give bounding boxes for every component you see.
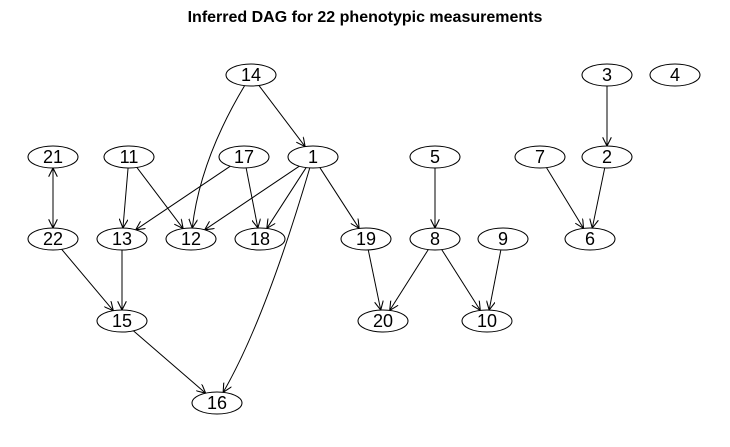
diagram-title: Inferred DAG for 22 phenotypic measureme… [187, 9, 543, 26]
node-ellipse [234, 227, 286, 251]
edge-1-to-19 [319, 167, 359, 229]
node-ellipse [96, 309, 148, 333]
node-label: 13 [112, 229, 132, 249]
node-label: 11 [120, 147, 139, 167]
edge-22-to-15 [61, 248, 114, 310]
node-14: 14 [225, 63, 277, 87]
edge-1-to-18 [267, 167, 307, 229]
node-5: 5 [409, 145, 461, 169]
node-label: 10 [477, 311, 497, 331]
node-label: 3 [602, 65, 612, 85]
edge-9-to-10 [489, 249, 502, 310]
node-ellipse [461, 309, 513, 333]
node-ellipse [477, 227, 529, 251]
node-ellipse [409, 145, 461, 169]
edge-14-to-12 [192, 85, 246, 228]
node-label: 9 [498, 229, 508, 249]
edge-11-to-12 [136, 167, 183, 228]
node-label: 4 [670, 65, 680, 85]
edge-7-to-6 [546, 167, 583, 229]
node-4: 4 [649, 63, 701, 87]
node-21: 21 [27, 145, 79, 169]
node-label: 21 [43, 147, 63, 167]
edge-8-to-10 [441, 249, 481, 311]
node-ellipse [581, 145, 633, 169]
node-ellipse [514, 145, 566, 169]
node-ellipse [191, 391, 243, 415]
node-ellipse [409, 227, 461, 251]
node-ellipse [96, 227, 148, 251]
node-label: 1 [308, 147, 318, 167]
node-ellipse [103, 145, 155, 169]
node-label: 14 [241, 65, 261, 85]
node-label: 2 [602, 147, 612, 167]
node-ellipse [340, 227, 392, 251]
node-label: 22 [43, 229, 63, 249]
node-7: 7 [514, 145, 566, 169]
node-3: 3 [581, 63, 633, 87]
node-12: 12 [165, 227, 217, 251]
node-1: 1 [287, 145, 339, 169]
node-label: 7 [535, 147, 545, 167]
node-label: 19 [356, 229, 376, 249]
edge-11-to-13 [123, 167, 129, 228]
node-22: 22 [27, 227, 79, 251]
node-label: 8 [430, 229, 440, 249]
node-ellipse [649, 63, 701, 87]
node-label: 20 [373, 311, 393, 331]
node-label: 18 [250, 229, 270, 249]
edge-19-to-20 [367, 249, 380, 310]
node-ellipse [287, 145, 339, 169]
edge-2-to-6 [592, 167, 606, 228]
node-ellipse [564, 227, 616, 251]
node-ellipse [27, 227, 79, 251]
edge-17-to-13 [136, 165, 231, 230]
edge-14-to-1 [258, 85, 305, 146]
node-16: 16 [191, 391, 243, 415]
node-ellipse [165, 227, 217, 251]
node-ellipse [225, 63, 277, 87]
node-15: 15 [96, 309, 148, 333]
node-9: 9 [477, 227, 529, 251]
node-ellipse [357, 309, 409, 333]
node-label: 17 [234, 147, 254, 167]
node-13: 13 [96, 227, 148, 251]
edge-15-to-16 [133, 330, 205, 393]
node-17: 17 [218, 145, 270, 169]
node-label: 12 [181, 229, 201, 249]
node-label: 15 [112, 311, 132, 331]
node-8: 8 [409, 227, 461, 251]
node-19: 19 [340, 227, 392, 251]
node-10: 10 [461, 309, 513, 333]
node-label: 5 [430, 147, 440, 167]
node-18: 18 [234, 227, 286, 251]
node-2: 2 [581, 145, 633, 169]
edge-1-to-12 [205, 165, 300, 230]
edges-layer [53, 85, 607, 393]
node-label: 16 [207, 393, 227, 413]
node-ellipse [218, 145, 270, 169]
node-11: 11 [103, 145, 155, 169]
edge-1-to-16 [223, 167, 311, 392]
node-label: 6 [585, 229, 595, 249]
node-ellipse [581, 63, 633, 87]
node-20: 20 [357, 309, 409, 333]
node-6: 6 [564, 227, 616, 251]
edge-8-to-20 [390, 249, 429, 311]
node-ellipse [27, 145, 79, 169]
